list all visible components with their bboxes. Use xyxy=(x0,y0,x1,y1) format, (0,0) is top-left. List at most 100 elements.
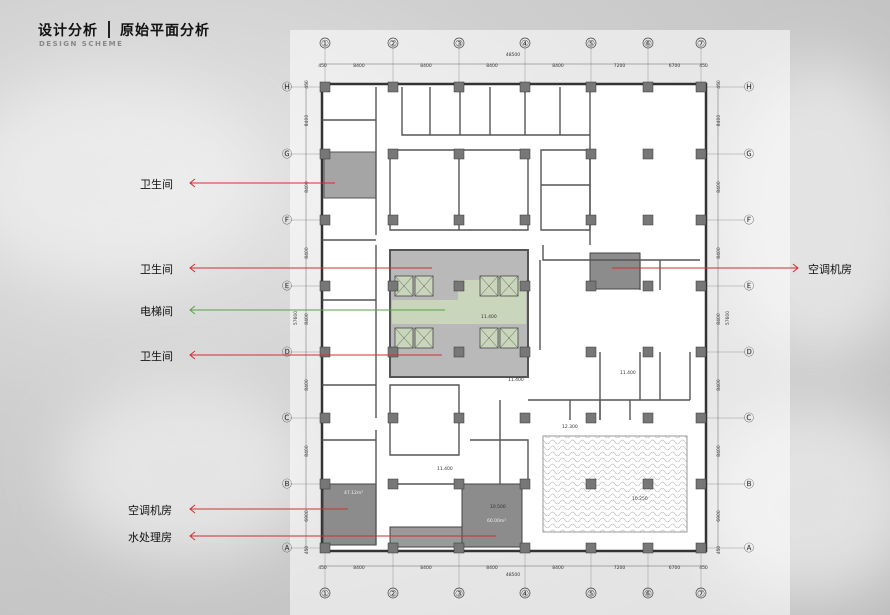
annotation-label: 卫生间 xyxy=(140,350,173,363)
arrow-head-icon xyxy=(792,263,799,273)
grid-label-row: Ⓖ xyxy=(744,149,754,161)
grid-label-row: Ⓐ xyxy=(744,543,754,555)
arrow-head-icon xyxy=(189,305,196,315)
dim-total: 48500 xyxy=(506,52,520,58)
dim-label: 450 xyxy=(318,565,327,571)
elevator-shaft xyxy=(414,275,434,297)
grid-label-row: Ⓔ xyxy=(744,281,754,293)
column xyxy=(453,412,465,424)
grid-label-row: Ⓔ xyxy=(282,281,292,293)
grid-bubble xyxy=(585,37,597,49)
column xyxy=(642,542,654,554)
column xyxy=(453,280,465,292)
dim-label: 8400 xyxy=(304,379,310,391)
column xyxy=(387,81,399,93)
grid-label-row: Ⓒ xyxy=(282,413,292,425)
grid-bubble xyxy=(319,37,331,49)
dim-label: 7200 xyxy=(614,565,626,571)
elevation-core: 11.400 xyxy=(481,314,497,320)
dim-label: 450 xyxy=(699,565,708,571)
column xyxy=(453,214,465,226)
page-subtitle: DESIGN SCHEME xyxy=(39,40,124,48)
grid-label-col: ② xyxy=(389,40,397,50)
ac-room-southwest xyxy=(322,483,377,546)
dim-label: 8400 xyxy=(353,565,365,571)
dim-label: 8400 xyxy=(716,379,722,391)
elevator-shaft xyxy=(414,327,434,349)
column xyxy=(319,412,331,424)
column xyxy=(319,542,331,554)
grid-label-row: Ⓓ xyxy=(744,347,754,359)
pool-area xyxy=(542,435,688,533)
column xyxy=(642,81,654,93)
elevation-pool-top: 12.300 xyxy=(562,424,578,430)
elevator-shaft xyxy=(394,327,414,349)
dim-label: 8400 xyxy=(304,313,310,325)
column xyxy=(695,412,707,424)
grid-label-row: Ⓕ xyxy=(282,215,292,227)
column xyxy=(695,148,707,160)
column xyxy=(319,346,331,358)
grid-label-col: ② xyxy=(389,590,397,600)
column xyxy=(387,412,399,424)
grid-bubble xyxy=(519,37,531,49)
dim-label: 450 xyxy=(716,80,722,89)
dim-label: 6700 xyxy=(669,565,681,571)
annotation-label: 空调机房 xyxy=(808,263,852,276)
annotation-label: 卫生间 xyxy=(140,178,173,191)
page-title: 设计分析原始平面分析 xyxy=(38,20,210,40)
column xyxy=(453,81,465,93)
column xyxy=(642,412,654,424)
grid-bubble xyxy=(642,587,654,599)
grid-label-row: Ⓗ xyxy=(744,82,754,94)
dim-label: 8400 xyxy=(420,565,432,571)
dim-label: 8400 xyxy=(304,445,310,457)
column xyxy=(695,346,707,358)
grid-bubble xyxy=(319,587,331,599)
dim-label: 450 xyxy=(304,546,310,555)
column xyxy=(319,478,331,490)
dim-label: 8400 xyxy=(420,63,432,69)
grid-label-col: ⑦ xyxy=(697,40,705,50)
column xyxy=(519,542,531,554)
column xyxy=(519,412,531,424)
annotation-arrows xyxy=(189,178,799,541)
ac-room-area: 47.12m² xyxy=(344,490,363,496)
dim-label: 8400 xyxy=(304,115,310,127)
elevator-shaft xyxy=(479,327,499,349)
column xyxy=(642,346,654,358)
grid-bubble xyxy=(519,587,531,599)
column xyxy=(585,148,597,160)
column xyxy=(585,478,597,490)
dim-label: 8400 xyxy=(304,181,310,193)
annotation-label: 卫生间 xyxy=(140,263,173,276)
interior-walls xyxy=(322,87,700,545)
dim-total: 57600 xyxy=(725,311,731,325)
column xyxy=(319,214,331,226)
grid-label-row: Ⓕ xyxy=(744,215,754,227)
annotation-label: 电梯间 xyxy=(140,305,173,318)
column xyxy=(585,542,597,554)
dim-label: 8400 xyxy=(716,115,722,127)
elevation-water-room: 10.500 xyxy=(490,504,506,510)
column xyxy=(519,346,531,358)
structural-columns xyxy=(319,81,707,554)
dim-label: 450 xyxy=(318,63,327,69)
arrow-head-icon xyxy=(189,263,196,273)
elevator-shaft xyxy=(499,327,519,349)
title-divider xyxy=(108,21,110,38)
annotation-label: 水处理房 xyxy=(128,531,172,544)
title-subject: 原始平面分析 xyxy=(120,23,210,39)
dim-total: 57600 xyxy=(293,311,299,325)
column xyxy=(519,478,531,490)
grid-bubble xyxy=(453,37,465,49)
grid-label-col: ⑤ xyxy=(587,590,595,600)
grid-label-col: ① xyxy=(321,590,329,600)
grid-label-row: Ⓓ xyxy=(282,347,292,359)
grid-label-col: ④ xyxy=(521,40,529,50)
column xyxy=(585,81,597,93)
column xyxy=(387,148,399,160)
ac-room-east xyxy=(589,252,641,290)
elevation-core-bottom: 11.400 xyxy=(508,377,524,383)
grid-label-row: Ⓒ xyxy=(744,413,754,425)
